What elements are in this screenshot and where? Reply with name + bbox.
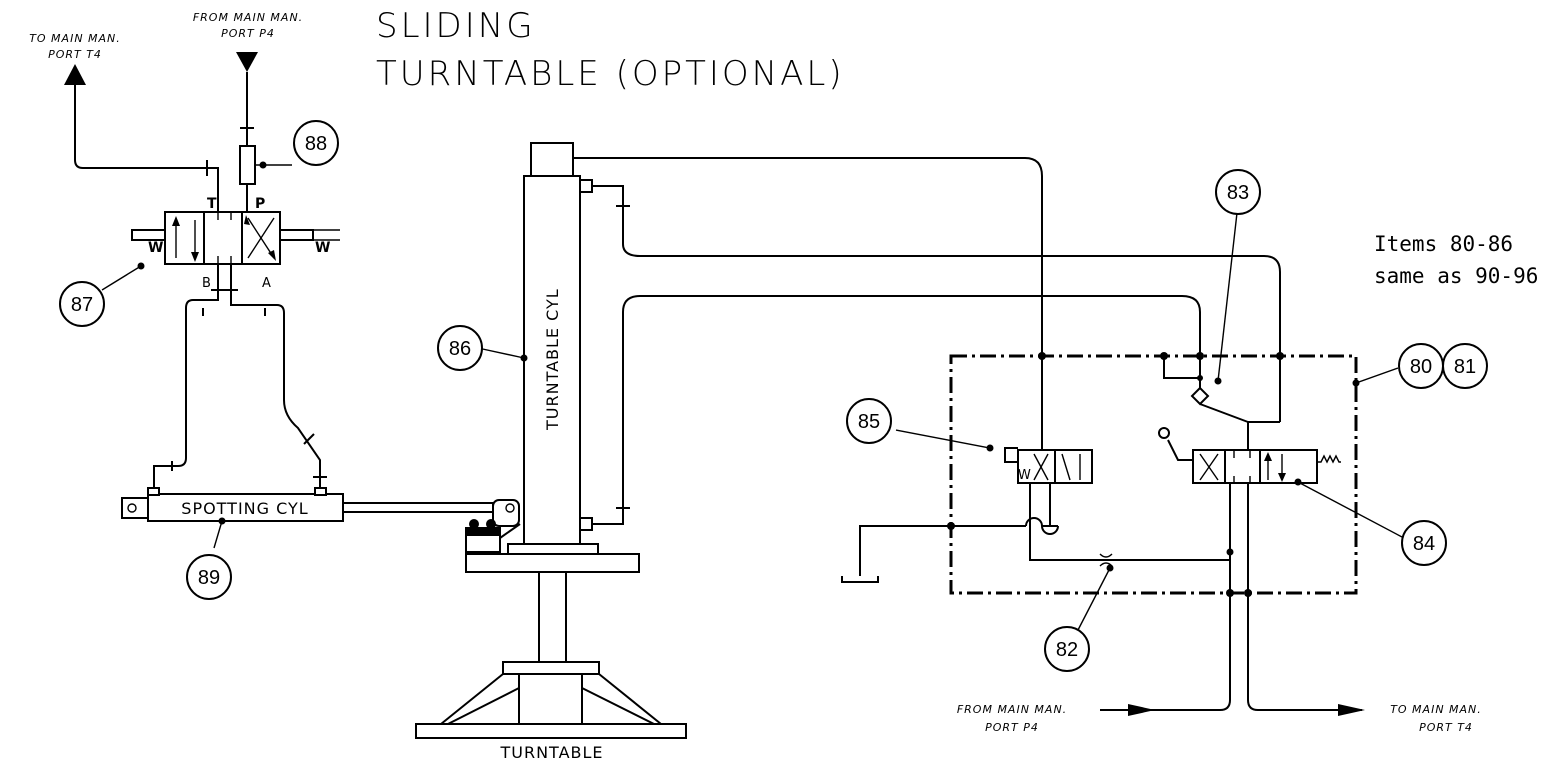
leader-84: [1297, 481, 1403, 538]
svg-text:80: 80: [1410, 356, 1432, 378]
leader-86: [477, 347, 525, 359]
balloon-88: 88: [293, 120, 339, 166]
port-label-line-2: PORT T4: [48, 48, 102, 61]
turntable-base: TURNTABLE: [415, 519, 687, 762]
valve-87-body: [164, 211, 281, 265]
right-actuator: [280, 229, 314, 241]
balloon-87: 87: [59, 281, 105, 327]
left-actuator: [131, 229, 165, 241]
tank-line: [74, 85, 219, 212]
leader-83: [1217, 203, 1239, 382]
return-arrow-up-icon: [64, 64, 86, 85]
balloon-89: 89: [186, 554, 232, 600]
spotting-cyl-barrel: [147, 493, 344, 522]
turntable-cyl-cap: [530, 142, 574, 177]
leader-dot: [259, 161, 267, 169]
svg-text:86: 86: [449, 338, 471, 360]
hose-cap-to-valve-85: [573, 157, 1043, 356]
items-note: Items 80-86 same as 90-96: [1374, 232, 1538, 288]
svg-text:85: 85: [858, 411, 880, 433]
rod-eye: [492, 499, 520, 527]
valve-port-t: T: [207, 196, 217, 212]
cylinder-clevis: [121, 497, 149, 519]
line-hop: [1025, 517, 1043, 527]
port-label-line-1: FROM MAIN MAN.: [193, 11, 303, 24]
port-label-line-2: PORT P4: [985, 721, 1039, 734]
svg-text:84: 84: [1413, 533, 1435, 555]
lever-84: [1167, 439, 1193, 461]
manifold-80-81: W: [895, 203, 1403, 700]
supply-arrow-icon: [1128, 704, 1155, 716]
return-line-t4: [1247, 699, 1362, 711]
leader-80: [1355, 367, 1399, 384]
turntable-cyl-label: TURNTABLE CYL: [543, 288, 562, 431]
lever-knob: [1158, 427, 1170, 439]
spring-84: [1317, 454, 1341, 464]
column-collar: [502, 661, 600, 675]
diagram-title: SLIDING TURNTABLE (OPTIONAL): [376, 6, 845, 94]
title-line-2: TURNTABLE (OPTIONAL): [376, 54, 845, 94]
turntable-cylinder: TURNTABLE CYL: [477, 142, 593, 545]
svg-text:81: 81: [1454, 356, 1476, 378]
port-label-to-t4-top: TO MAIN MAN. PORT T4: [29, 32, 121, 61]
port-label-from-p4-top: FROM MAIN MAN. PORT P4: [193, 11, 303, 40]
cylinder-rod: [342, 502, 494, 513]
port-label-line-2: PORT T4: [1419, 721, 1473, 734]
port-label-line-1: TO MAIN MAN.: [29, 32, 121, 45]
work-line-a: [230, 264, 321, 488]
note-line-1: Items 80-86: [1374, 232, 1513, 256]
balloon-86: 86: [437, 325, 483, 371]
valve-port-p: P: [255, 196, 265, 212]
turntable-label: TURNTABLE: [499, 743, 603, 762]
port-label-to-t4-bottom: TO MAIN MAN. PORT T4: [1390, 703, 1482, 734]
leader-82: [1077, 567, 1111, 631]
balloon-85: 85: [846, 398, 892, 444]
actuator-85: [1004, 447, 1018, 463]
manifold-boundary: [949, 354, 1358, 595]
hose-top-port: [592, 185, 1281, 356]
spring-85: W: [1018, 468, 1031, 483]
leader-87: [101, 265, 142, 291]
svg-text:87: 87: [71, 294, 93, 316]
pressure-arrow-down-icon: [236, 52, 258, 72]
work-line-b: [153, 264, 219, 488]
svg-text:82: 82: [1056, 639, 1078, 661]
balloon-84: 84: [1401, 520, 1447, 566]
port-label-line-1: FROM MAIN MAN.: [957, 703, 1067, 716]
valve-port-a: A: [262, 276, 271, 291]
spotting-cylinder: SPOTTING CYL: [121, 487, 520, 549]
balloon-82: 82: [1044, 626, 1090, 672]
spotting-cyl-label: SPOTTING CYL: [181, 499, 308, 518]
valve-87-circuit: W W T P B A: [74, 72, 340, 488]
port-label-line-1: TO MAIN MAN.: [1390, 703, 1482, 716]
check-valve-83: [1190, 386, 1210, 406]
balloon-80: 80: [1398, 343, 1444, 389]
return-arrow-icon: [1338, 704, 1365, 716]
turntable-top-plate: [465, 553, 640, 573]
spring-right: W: [315, 240, 330, 256]
turntable-base-plate: [415, 723, 687, 739]
hose-bottom-port: [592, 295, 1201, 525]
spring-left: W: [148, 240, 163, 256]
filter-88: [239, 145, 256, 185]
svg-text:83: 83: [1227, 182, 1249, 204]
port-label-line-2: PORT P4: [221, 27, 275, 40]
leader-89: [213, 520, 223, 549]
note-line-2: same as 90-96: [1374, 264, 1538, 288]
tank-icon: [841, 576, 879, 583]
valve-port-b: B: [202, 276, 211, 291]
valve-84-body: [1192, 449, 1318, 484]
title-line-1: SLIDING: [376, 6, 536, 46]
cyl-mount-plate: [507, 543, 599, 555]
balloon-81: 81: [1442, 343, 1488, 389]
leader-85: [895, 429, 991, 449]
balloon-83: 83: [1215, 169, 1261, 215]
supply-line-p4: [1100, 699, 1231, 711]
drain-line: [859, 525, 951, 576]
svg-text:88: 88: [305, 133, 327, 155]
svg-text:89: 89: [198, 567, 220, 589]
port-label-from-p4-bottom: FROM MAIN MAN. PORT P4: [957, 703, 1067, 734]
